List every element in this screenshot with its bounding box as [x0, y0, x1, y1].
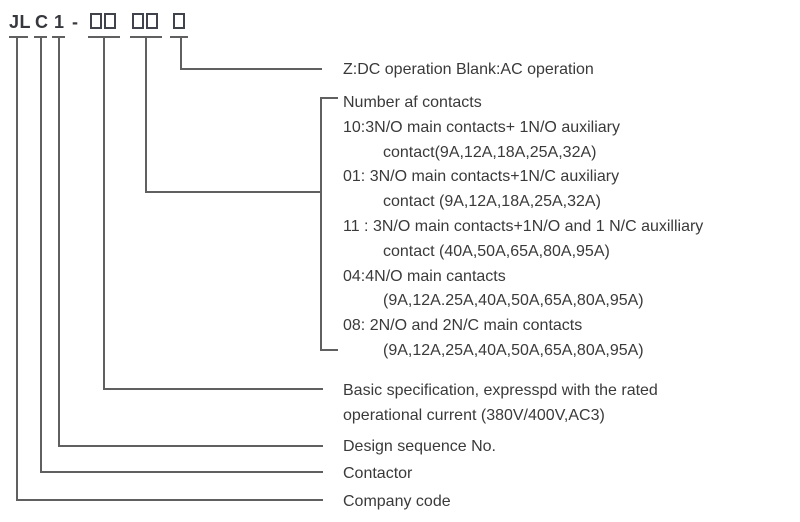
code-char-1: 1 — [54, 12, 65, 32]
label-company-code: Company code — [343, 493, 451, 510]
contact-option-line: (9A,12A,25A,40A,50A,65A,80A,95A) — [383, 341, 644, 359]
connector-contacts-vline — [145, 38, 147, 192]
contacts-bracket-vline — [320, 97, 322, 351]
code-char-c: C — [35, 12, 49, 32]
contacts-bracket-bottom-tick — [320, 349, 338, 351]
contacts-bracket-top-tick — [320, 97, 338, 99]
code-placeholder-box — [104, 13, 116, 29]
code-placeholder-box — [90, 13, 102, 29]
basic-spec-line1: Basic specification, expresspd with the … — [343, 382, 658, 399]
label-contactor: Contactor — [343, 465, 413, 482]
label-operation: Z:DC operation Blank:AC operation — [343, 61, 594, 78]
contact-option-line: contact (9A,12A,18A,25A,32A) — [383, 193, 601, 211]
contact-option-line: (9A,12A.25A,40A,50A,65A,80A,95A) — [383, 292, 644, 310]
code-placeholder-box — [132, 13, 144, 29]
contact-option-line: 08: 2N/O and 2N/C main contacts — [343, 317, 583, 335]
connector-spec-hline — [103, 388, 323, 390]
basic-spec-line2: operational current (380V/400V,AC3) — [343, 406, 605, 424]
connector-company-vline — [16, 38, 18, 500]
tbar-c — [34, 36, 47, 38]
connector-operation-vline — [180, 38, 182, 69]
contact-option-line: contact (40A,50A,65A,80A,95A) — [383, 242, 610, 260]
label-design-sequence: Design sequence No. — [343, 438, 496, 455]
label-contacts-title: Number af contacts — [343, 94, 482, 111]
connector-contactor-hline — [40, 471, 323, 473]
connector-design-hline — [58, 445, 323, 447]
contact-option-line: 01: 3N/O main contacts+1N/C auxiliary — [343, 168, 620, 186]
connector-contactor-vline — [40, 38, 42, 472]
contact-option-line: 04:4N/O main cantacts — [343, 267, 506, 285]
connector-design-vline — [58, 38, 60, 446]
contact-option-line: 10:3N/O main contacts+ 1N/O auxiliary — [343, 118, 621, 136]
contacts-block: Number af contacts 10:3N/O main contacts… — [343, 91, 703, 364]
tbar-jl — [9, 36, 28, 38]
connector-operation-hline — [180, 68, 322, 70]
connector-contacts-hline — [145, 191, 322, 193]
contact-option-line: 11 : 3N/O main contacts+1N/O and 1 N/C a… — [343, 217, 704, 235]
label-basic-spec: Basic specification, expresspd with the … — [343, 379, 658, 428]
connector-spec-vline — [103, 38, 105, 389]
code-char-dash: - — [72, 12, 79, 32]
tbar-1 — [52, 36, 65, 38]
code-char-jl: JL — [9, 12, 32, 32]
code-placeholder-box — [146, 13, 158, 29]
tbar-box-pair1 — [88, 36, 120, 38]
contact-option-line: contact(9A,12A,18A,25A,32A) — [383, 143, 597, 161]
tbar-box-single — [170, 36, 188, 38]
tbar-box-pair2 — [130, 36, 162, 38]
code-placeholder-box — [173, 13, 185, 29]
connector-company-hline — [16, 499, 323, 501]
